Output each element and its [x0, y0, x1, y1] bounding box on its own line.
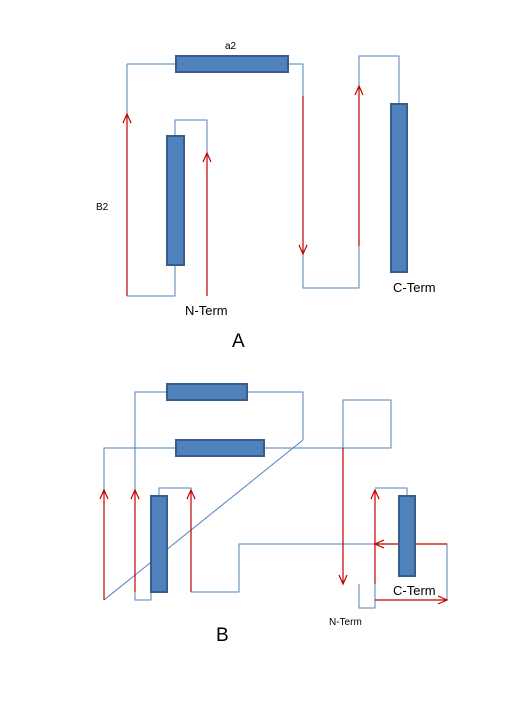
label-n-term-a: N-Term [185, 303, 228, 318]
label-n-term-b: N-Term [329, 617, 362, 628]
caption-panel-a: A [232, 331, 245, 352]
strand-arrow-a3 [298, 96, 308, 256]
helix-b-c-term-vertical [398, 495, 416, 577]
connector-b-second-helix-left [103, 447, 176, 490]
panel-b: C-Term N-Term B [99, 383, 449, 646]
strand-arrow-b5 [370, 488, 380, 584]
connector-b-right-box [264, 399, 392, 584]
label-b2: B2 [96, 202, 109, 213]
strand-arrow-b2 [130, 488, 140, 592]
connector-b-c-term-top [375, 487, 408, 496]
connector-a-top-far-right [358, 55, 400, 104]
helix-b-second-horizontal [175, 439, 265, 457]
helix-c-term-vertical [390, 103, 408, 273]
panel-b-connectors [103, 391, 448, 609]
caption-panel-b: B [216, 625, 229, 646]
connector-b-inner-top [158, 487, 192, 496]
connector-a-bottom-mid [302, 246, 360, 289]
strand-arrow-b1 [99, 488, 109, 600]
label-c-term-a: C-Term [393, 280, 436, 295]
connector-b-top-loop [134, 391, 167, 601]
strand-arrow-b7 [375, 595, 449, 605]
panel-b-strands [99, 448, 449, 605]
connector-a-top-right [288, 63, 304, 96]
connector-a-bottom-left [127, 265, 176, 297]
panel-a-strands [122, 84, 364, 296]
connector-a-inner-top [174, 119, 208, 156]
helix-b-top-horizontal [166, 383, 248, 401]
connector-b-bottom-mid [191, 543, 399, 593]
connector-b-top-right [247, 391, 304, 440]
panel-a: a2 B2 N-Term C-Term A [96, 41, 436, 352]
connector-b-diagonal [103, 439, 304, 601]
label-a2: a2 [225, 41, 237, 52]
helix-b2-vertical [166, 135, 185, 266]
panel-a-connectors [126, 55, 400, 297]
strand-arrow-b3 [186, 488, 196, 592]
connector-b-right-inner [358, 496, 376, 609]
strand-arrow-a4 [354, 84, 364, 246]
helix-a2-horizontal [175, 55, 289, 73]
strand-arrow-b4 [338, 448, 348, 586]
label-c-term-b: C-Term [393, 583, 436, 598]
strand-arrow-a2 [202, 151, 212, 296]
strand-arrow-a1 [122, 112, 132, 296]
helix-b-left-vertical [150, 495, 168, 593]
